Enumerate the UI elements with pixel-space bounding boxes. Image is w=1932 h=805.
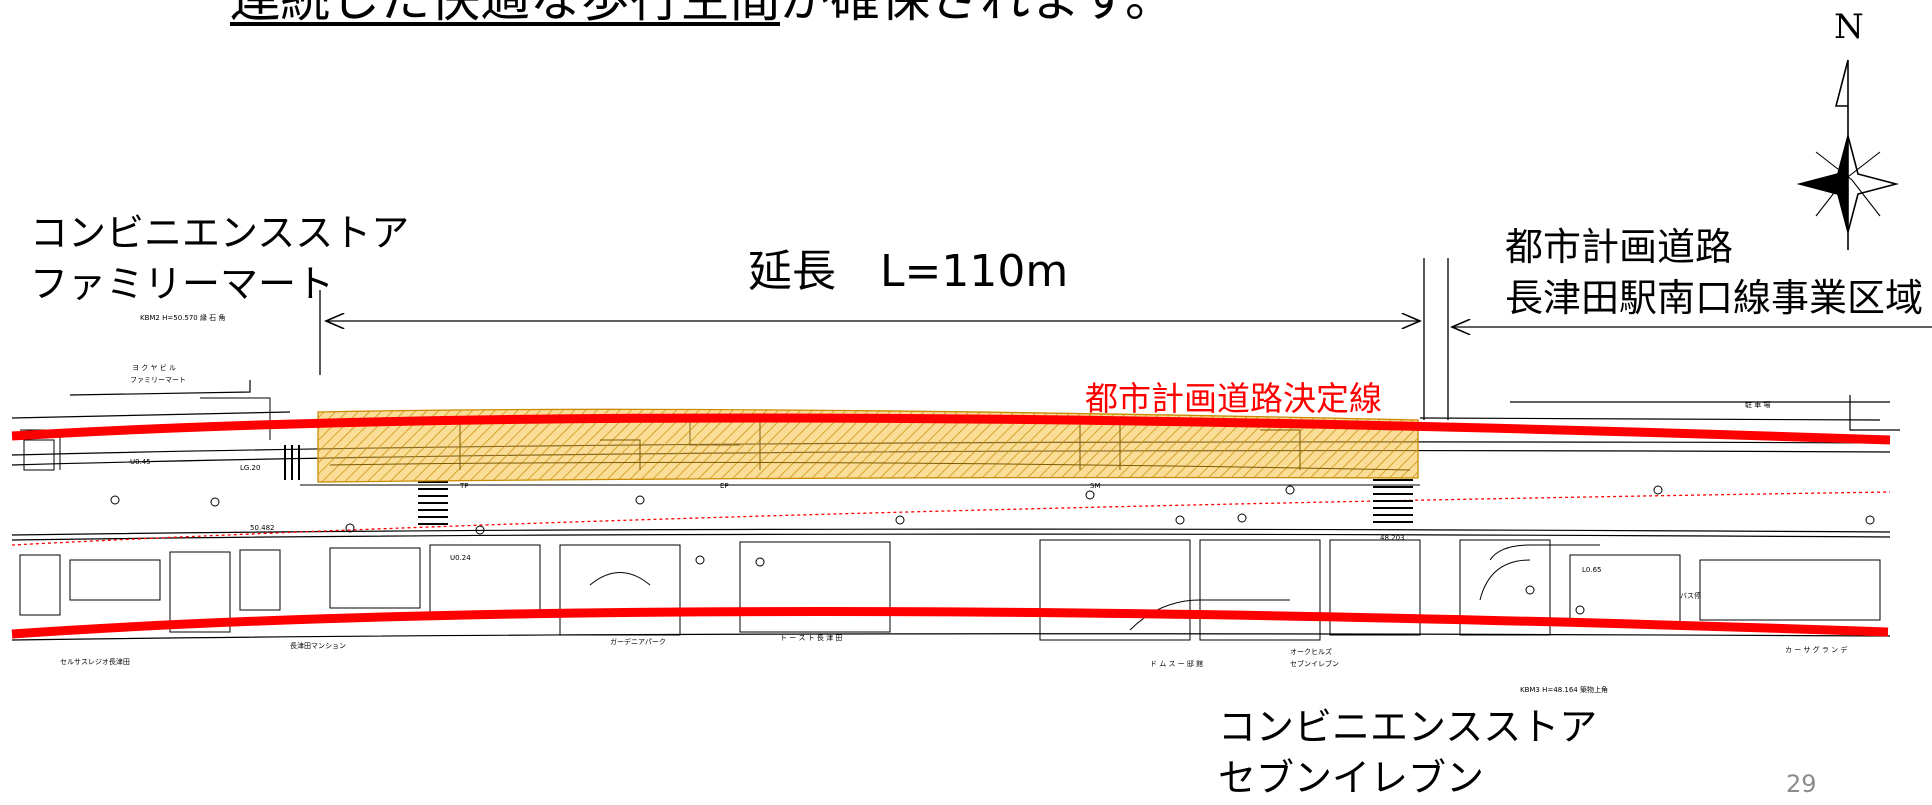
- base-map-buildings: [19, 397, 1881, 641]
- annotation-parking: 駐 車 場: [1745, 400, 1770, 409]
- store-label-familymart: コンビニエンスストア ファミリーマート: [30, 208, 409, 311]
- annotation-u024: U0.24: [450, 554, 471, 562]
- widened-sidewalk-area: [317, 408, 1419, 483]
- headline-underlined: 連続した快適な歩行空間: [230, 0, 780, 28]
- annotation-elevation-2: 48.203: [1380, 534, 1405, 542]
- annotation-lg20: LG.20: [240, 464, 260, 472]
- project-area-label: 都市計画道路 長津田駅南口線事業区域: [1505, 222, 1923, 325]
- headline-rest: が確保されます。: [780, 0, 1175, 28]
- annotation-domus: ド ム ス ー 邸 館: [1150, 659, 1203, 668]
- north-arrow-compass-rose-icon: [1796, 59, 1900, 250]
- annotation-kbm3: KBM3 H=48.164 築物上角: [1520, 685, 1608, 694]
- base-map-annotations: KBM2 H=50.570 縁 石 角 ヨ ク ヤ ビ ル ファミリーマート カ…: [60, 313, 1847, 694]
- crosswalks: [284, 445, 1413, 525]
- annotation-bus-stop: バス停: [1680, 591, 1701, 600]
- annotation-oakhills: オークヒルズ: [1290, 647, 1332, 656]
- store-label-seven-eleven: コンビニエンスストア セブンイレブン: [1218, 702, 1597, 805]
- annotation-seven-eleven: セブンイレブン: [1290, 659, 1339, 668]
- page-number: 29: [1786, 770, 1817, 798]
- annotation-familymart: ファミリーマート: [130, 376, 186, 384]
- annotation-garden-park: ガーデニアパーク: [610, 637, 666, 646]
- annotation-l065: L0.65: [1582, 566, 1602, 574]
- base-map-linework: [11, 380, 1900, 641]
- annotation-cerusus: セルサスレジオ長津田: [60, 658, 130, 666]
- annotation-tp: TP: [459, 482, 469, 490]
- annotation-casa-grande: カ ー サ グ ラ ン デ: [1785, 645, 1847, 654]
- store-left-line-2: ファミリーマート: [30, 262, 335, 307]
- project-area-line-2: 長津田駅南口線事業区域: [1505, 276, 1924, 321]
- city-plan-line-label: 都市計画道路決定線: [1085, 379, 1382, 418]
- annotation-mansion: 長津田マンション: [290, 642, 346, 650]
- annotation-sm: SM: [1090, 482, 1100, 490]
- extension-dimension: [319, 258, 1932, 420]
- annotation-building-name: ヨ ク ヤ ビ ル: [132, 363, 176, 372]
- center-alignment-line: [11, 491, 1891, 546]
- extension-length-label: 延長 L=110m: [748, 246, 1069, 297]
- store-bottom-line-2: セブンイレブン: [1218, 756, 1485, 801]
- north-letter: N: [1834, 7, 1864, 47]
- annotation-ep: EP: [720, 482, 729, 490]
- store-bottom-line-1: コンビニエンスストア: [1218, 705, 1598, 749]
- annotation-elevation: 50.482: [250, 524, 275, 532]
- survey-symbols: [110, 485, 1875, 615]
- annotation-u045: U0.45: [130, 458, 151, 466]
- city-plan-line-north: [11, 413, 1891, 445]
- annotation-toast: ト ー ス ト 長 津 田: [780, 634, 842, 642]
- annotation-kbm2: KBM2 H=50.570 縁 石 角: [140, 313, 225, 322]
- project-area-line-1: 都市計画道路: [1505, 225, 1734, 269]
- store-left-line-1: コンビニエンスストア: [30, 211, 410, 255]
- highlight-inner-linework: [329, 420, 1411, 471]
- headline: 連続した快適な歩行空間が確保されます。: [230, 0, 1175, 24]
- city-plan-line-south: [11, 606, 1889, 639]
